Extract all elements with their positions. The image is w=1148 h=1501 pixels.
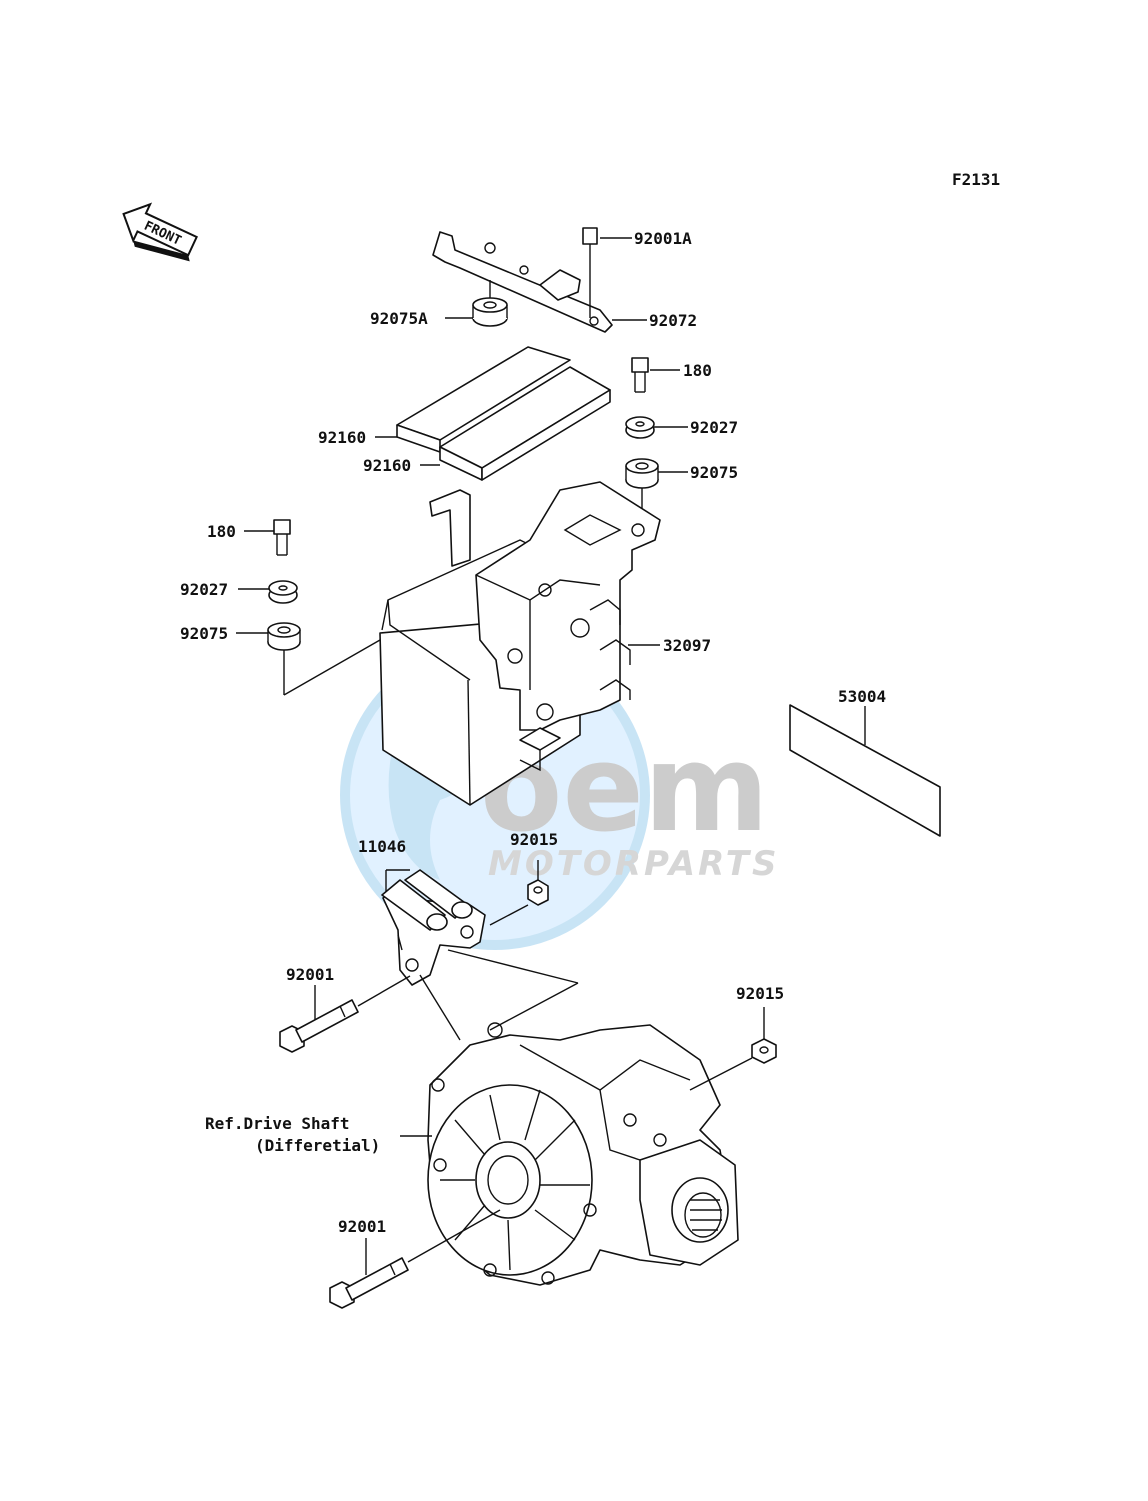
callout-92015-lower: 92015 bbox=[736, 984, 784, 1003]
reference-line1: Ref.Drive Shaft bbox=[205, 1114, 350, 1133]
front-arrow-icon: FRONT bbox=[122, 202, 198, 262]
part-92075A-grommet bbox=[472, 280, 508, 327]
part-92027-washer-right bbox=[625, 416, 655, 439]
figure-code: F2131 bbox=[952, 170, 1000, 189]
callout-32097: 32097 bbox=[663, 636, 711, 655]
callout-53004: 53004 bbox=[838, 687, 886, 706]
callout-92072: 92072 bbox=[649, 311, 697, 330]
leader-bracket-diff bbox=[419, 949, 579, 1041]
reference-line2: (Differetial) bbox=[255, 1136, 380, 1155]
part-92001A-bolt bbox=[582, 227, 598, 318]
callout-92075-left: 92075 bbox=[180, 624, 228, 643]
callout-92015-upper: 92015 bbox=[510, 830, 558, 849]
callout-92160-b: 92160 bbox=[363, 456, 411, 475]
callout-92001-upper: 92001 bbox=[286, 965, 334, 984]
callout-92027-left: 92027 bbox=[180, 580, 228, 599]
callout-92075-right: 92075 bbox=[690, 463, 738, 482]
part-differential bbox=[427, 1022, 739, 1286]
part-53004-label bbox=[789, 704, 941, 837]
part-32097-battery-case bbox=[379, 481, 661, 806]
part-92075-grommet-right bbox=[625, 458, 659, 528]
callout-180-left: 180 bbox=[207, 522, 236, 541]
callout-92160-a: 92160 bbox=[318, 428, 366, 447]
part-92001-bolt-upper bbox=[279, 975, 411, 1053]
callout-11046: 11046 bbox=[358, 837, 406, 856]
callout-92075A: 92075A bbox=[370, 309, 428, 328]
part-92001-bolt-lower bbox=[329, 1209, 501, 1309]
part-92075-grommet-left bbox=[267, 622, 381, 696]
part-92015-nut-upper bbox=[489, 860, 549, 926]
part-92160-pads bbox=[396, 346, 611, 481]
part-92015-nut-lower bbox=[689, 1007, 777, 1091]
watermark-sub: MOTORPARTS bbox=[488, 844, 779, 884]
callout-180-right: 180 bbox=[683, 361, 712, 380]
leader-lines bbox=[236, 237, 688, 1137]
callout-92001-lower: 92001 bbox=[338, 1217, 386, 1236]
part-180-bolt-right bbox=[631, 357, 649, 393]
part-92027-washer-left bbox=[268, 580, 298, 604]
callout-92001A: 92001A bbox=[634, 229, 692, 248]
callout-92027-right: 92027 bbox=[690, 418, 738, 437]
part-180-bolt-left bbox=[273, 519, 291, 556]
part-92072-bracket bbox=[432, 231, 613, 333]
part-11046-collars bbox=[381, 869, 486, 986]
callouts: 92001A 92072 92075A 180 92027 92075 9216… bbox=[180, 229, 886, 1236]
